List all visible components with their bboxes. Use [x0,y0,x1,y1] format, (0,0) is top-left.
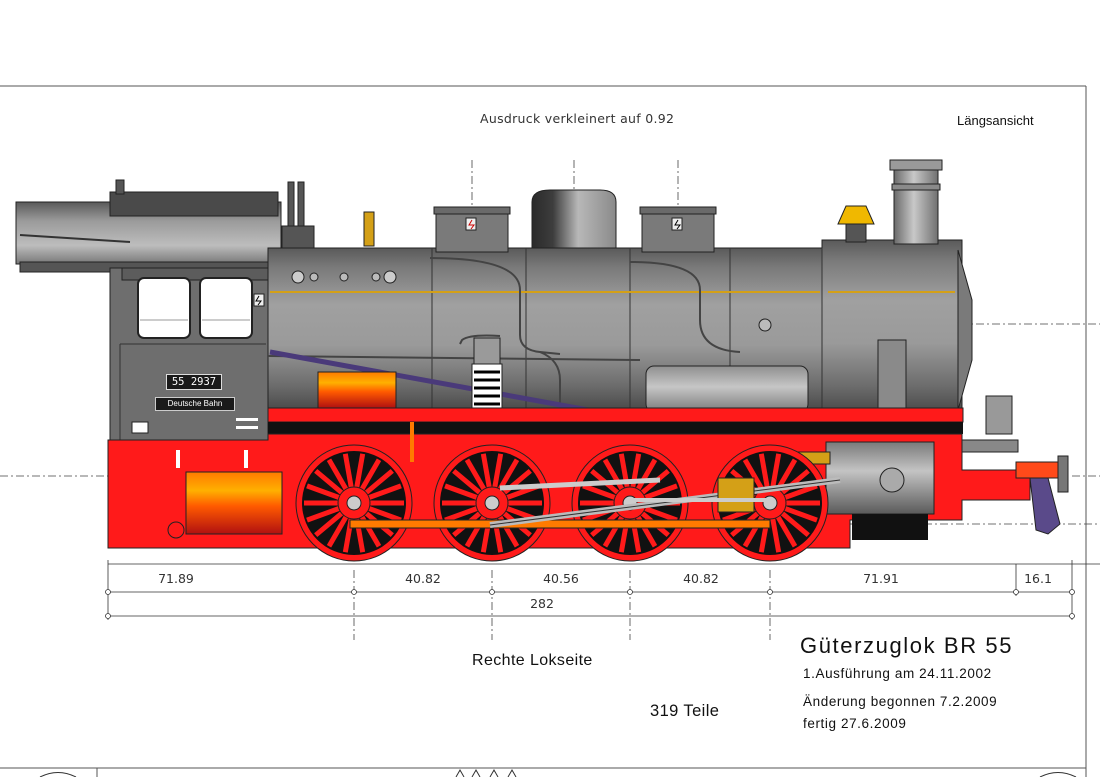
air-reservoir [645,365,809,413]
boiler-pipes [267,257,741,405]
drive-wheel [433,444,551,562]
drive-wheel [295,444,413,562]
dimension-label: 16.1 [1024,571,1052,586]
fire-box-tank [317,371,397,409]
dimension-lines [105,560,1100,620]
coupling-rods [349,477,841,529]
coal-bunker [15,179,282,273]
chimney [889,159,943,245]
steam-dome [531,189,617,249]
sand-dome-front [639,206,717,253]
front-buffer [961,395,1069,535]
running-board [267,407,964,434]
dimension-label: 40.56 [543,571,579,586]
revision-line: 1.Ausführung am 24.11.2002 [803,666,992,681]
scale-note: Ausdruck verkleinert auf 0.92 [480,111,675,126]
whistle [363,211,375,247]
sand-dome-rear [433,206,511,253]
drawing-title: Güterzuglok BR 55 [800,633,1014,658]
dimension-label: 40.82 [405,571,441,586]
cab [109,267,269,445]
revision-line: Änderung begonnen 7.2.2009 [803,694,998,709]
dimension-label: 40.82 [683,571,719,586]
bell [837,205,875,243]
cab-roof-fittings [281,181,315,251]
drive-wheels [295,444,829,562]
view-label: Längsansicht [957,113,1034,128]
dimension-label: 71.89 [158,571,194,586]
sheet-corner-marks [39,768,1077,777]
number-plate: 55 2937 [166,374,222,390]
revision-line: fertig 27.6.2009 [803,716,907,731]
side-label: Rechte Lokseite [472,652,593,669]
dimension-label: 71.91 [863,571,899,586]
brake-rod [269,349,589,413]
owner-plate: Deutsche Bahn [155,397,235,411]
sheet-frame [0,85,1087,777]
wheelbase-total: 282 [530,596,554,611]
parts-count: 319 Teile [650,702,720,720]
